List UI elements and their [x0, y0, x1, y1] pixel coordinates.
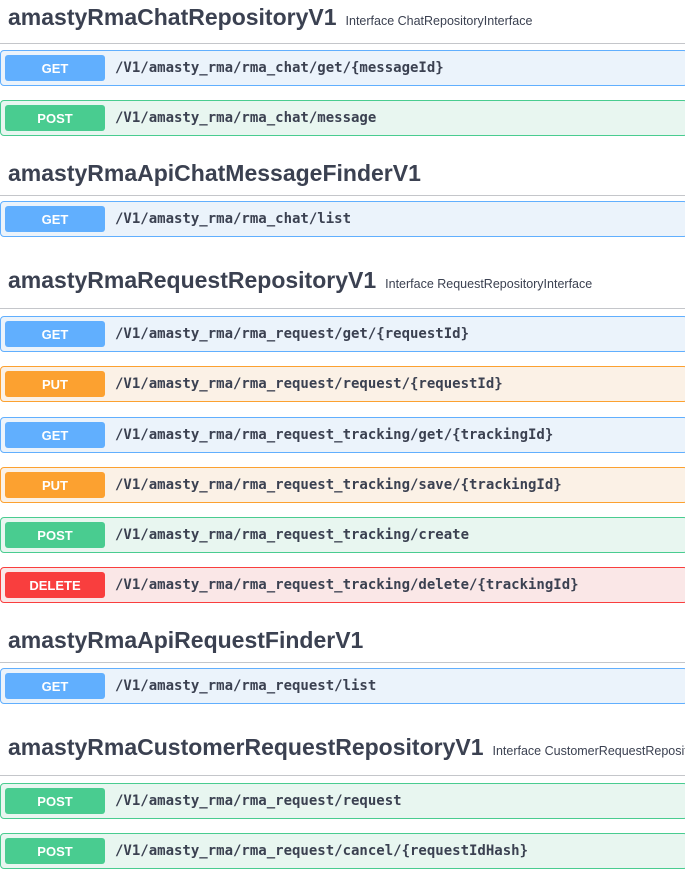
tag-title: amastyRmaApiRequestFinderV1: [8, 627, 364, 653]
method-badge: POST: [5, 522, 105, 548]
operation-post-chat-message[interactable]: POST /V1/amasty_rma/rma_chat/message: [0, 100, 685, 136]
operation-get-request-list[interactable]: GET /V1/amasty_rma/rma_request/list: [0, 668, 685, 704]
operation-path: /V1/amasty_rma/rma_request/get/{requestI…: [115, 326, 470, 342]
operation-post-cancel-request[interactable]: POST /V1/amasty_rma/rma_request/cancel/{…: [0, 833, 685, 869]
operation-path: /V1/amasty_rma/rma_chat/message: [115, 110, 377, 126]
method-badge: POST: [5, 788, 105, 814]
tag-title: amastyRmaRequestRepositoryV1: [8, 267, 377, 293]
operation-post-tracking[interactable]: POST /V1/amasty_rma/rma_request_tracking…: [0, 517, 685, 553]
tag-description: Interface ChatRepositoryInterface: [345, 14, 533, 28]
operation-path: /V1/amasty_rma/rma_request/request: [115, 793, 402, 809]
operation-get-tracking[interactable]: GET /V1/amasty_rma/rma_request_tracking/…: [0, 417, 685, 453]
tag-title: amastyRmaCustomerRequestRepositoryV1: [8, 734, 484, 760]
method-badge: GET: [5, 673, 105, 699]
tag-header-request-finder[interactable]: amastyRmaApiRequestFinderV1: [0, 617, 685, 663]
operation-path: /V1/amasty_rma/rma_request_tracking/crea…: [115, 527, 470, 543]
operation-path: /V1/amasty_rma/rma_request_tracking/dele…: [115, 577, 579, 593]
operation-path: /V1/amasty_rma/rma_request_tracking/save…: [115, 477, 562, 493]
method-badge: GET: [5, 321, 105, 347]
operation-path: /V1/amasty_rma/rma_request_tracking/get/…: [115, 427, 554, 443]
operation-path: /V1/amasty_rma/rma_chat/list: [115, 211, 352, 227]
method-badge: GET: [5, 422, 105, 448]
operation-path: /V1/amasty_rma/rma_chat/get/{messageId}: [115, 60, 444, 76]
tag-title: amastyRmaApiChatMessageFinderV1: [8, 160, 421, 186]
tag-header-customer-request-repository[interactable]: amastyRmaCustomerRequestRepositoryV1 Int…: [0, 719, 685, 776]
tag-description: Interface CustomerRequestRepository: [492, 744, 685, 758]
operation-get-chat-message[interactable]: GET /V1/amasty_rma/rma_chat/get/{message…: [0, 50, 685, 86]
operation-post-customer-request[interactable]: POST /V1/amasty_rma/rma_request/request: [0, 783, 685, 819]
tag-header-request-repository[interactable]: amastyRmaRequestRepositoryV1 Interface R…: [0, 252, 685, 309]
operation-delete-tracking[interactable]: DELETE /V1/amasty_rma/rma_request_tracki…: [0, 567, 685, 603]
method-badge: POST: [5, 105, 105, 131]
operation-get-request[interactable]: GET /V1/amasty_rma/rma_request/get/{requ…: [0, 316, 685, 352]
operation-path: /V1/amasty_rma/rma_request/request/{requ…: [115, 376, 503, 392]
method-badge: POST: [5, 838, 105, 864]
method-badge: GET: [5, 55, 105, 81]
tag-title: amastyRmaChatRepositoryV1: [8, 4, 337, 30]
operation-path: /V1/amasty_rma/rma_request/cancel/{reque…: [115, 843, 529, 859]
operation-path: /V1/amasty_rma/rma_request/list: [115, 678, 377, 694]
operation-put-request[interactable]: PUT /V1/amasty_rma/rma_request/request/{…: [0, 366, 685, 402]
method-badge: PUT: [5, 472, 105, 498]
operation-put-tracking[interactable]: PUT /V1/amasty_rma/rma_request_tracking/…: [0, 467, 685, 503]
method-badge: GET: [5, 206, 105, 232]
tag-header-chat-repository[interactable]: amastyRmaChatRepositoryV1 Interface Chat…: [0, 0, 685, 44]
method-badge: PUT: [5, 371, 105, 397]
operation-get-chat-list[interactable]: GET /V1/amasty_rma/rma_chat/list: [0, 201, 685, 237]
method-badge: DELETE: [5, 572, 105, 598]
tag-header-chat-message-finder[interactable]: amastyRmaApiChatMessageFinderV1: [0, 150, 685, 196]
tag-description: Interface RequestRepositoryInterface: [385, 277, 593, 291]
